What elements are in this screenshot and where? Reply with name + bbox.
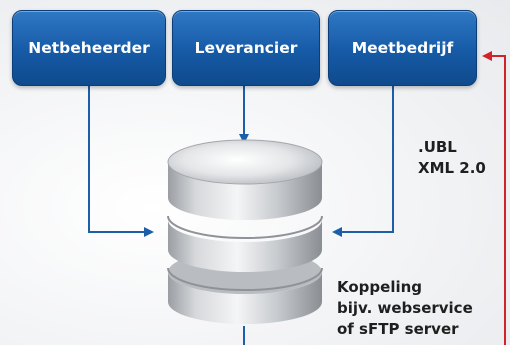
coupling-label: Koppeling bijv. webservice of sFTP serve… — [337, 277, 473, 340]
coupling-label-line-1: Koppeling — [337, 278, 423, 296]
leverancier-box: Leverancier — [172, 10, 320, 86]
netbeheerder-box: Netbeheerder — [12, 10, 166, 86]
arrow-meetbedrijf-to-database — [332, 85, 394, 237]
format-label-line-2: XML 2.0 — [418, 159, 486, 177]
format-label: .UBL XML 2.0 — [418, 137, 486, 179]
arrow-netbeheerder-to-database — [88, 85, 154, 237]
coupling-label-line-3: of sFTP server — [337, 320, 459, 338]
red-return-line — [482, 51, 506, 345]
coupling-label-line-2: bijv. webservice — [337, 299, 473, 317]
meetbedrijf-box: Meetbedrijf — [328, 10, 477, 86]
netbeheerder-label: Netbeheerder — [28, 39, 150, 57]
meetbedrijf-label: Meetbedrijf — [351, 39, 454, 57]
leverancier-label: Leverancier — [194, 39, 298, 57]
format-label-line-1: .UBL — [418, 138, 457, 156]
database-icon — [167, 139, 323, 324]
